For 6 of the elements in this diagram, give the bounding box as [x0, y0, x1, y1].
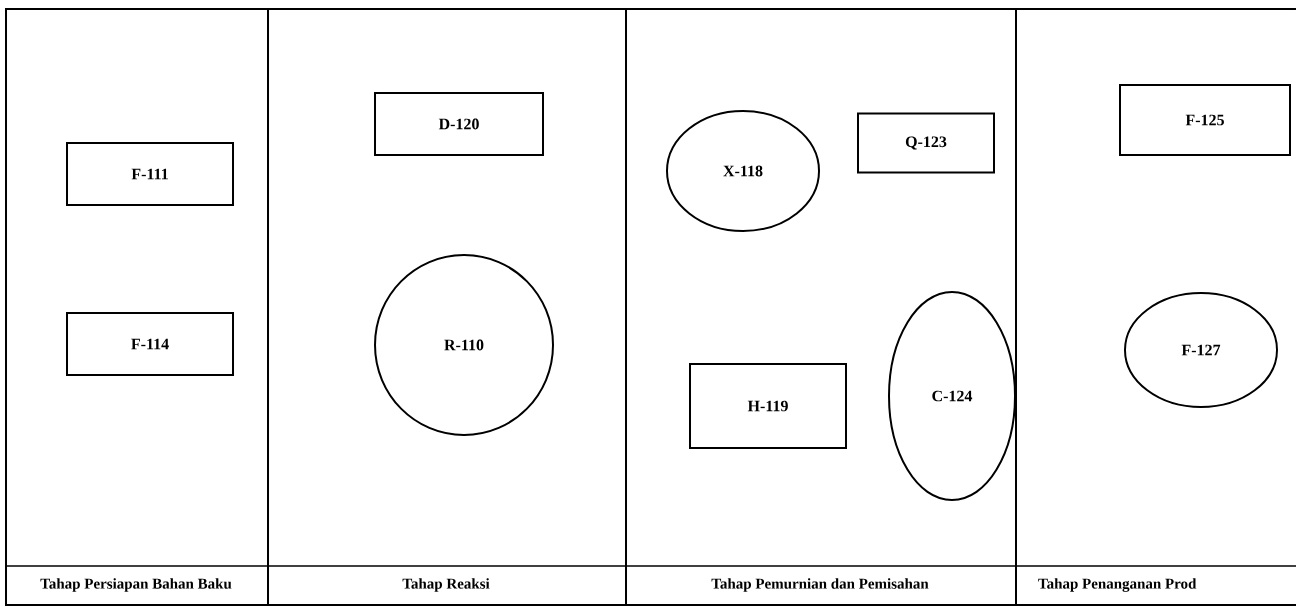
equipment-box: D-120 — [374, 92, 544, 156]
equipment-box: Q-123 — [857, 112, 995, 174]
equipment-box: F-125 — [1119, 84, 1291, 156]
equipment-box: F-114 — [66, 312, 234, 376]
equipment-box: F-111 — [66, 142, 234, 206]
equipment-box: H-119 — [689, 363, 847, 449]
